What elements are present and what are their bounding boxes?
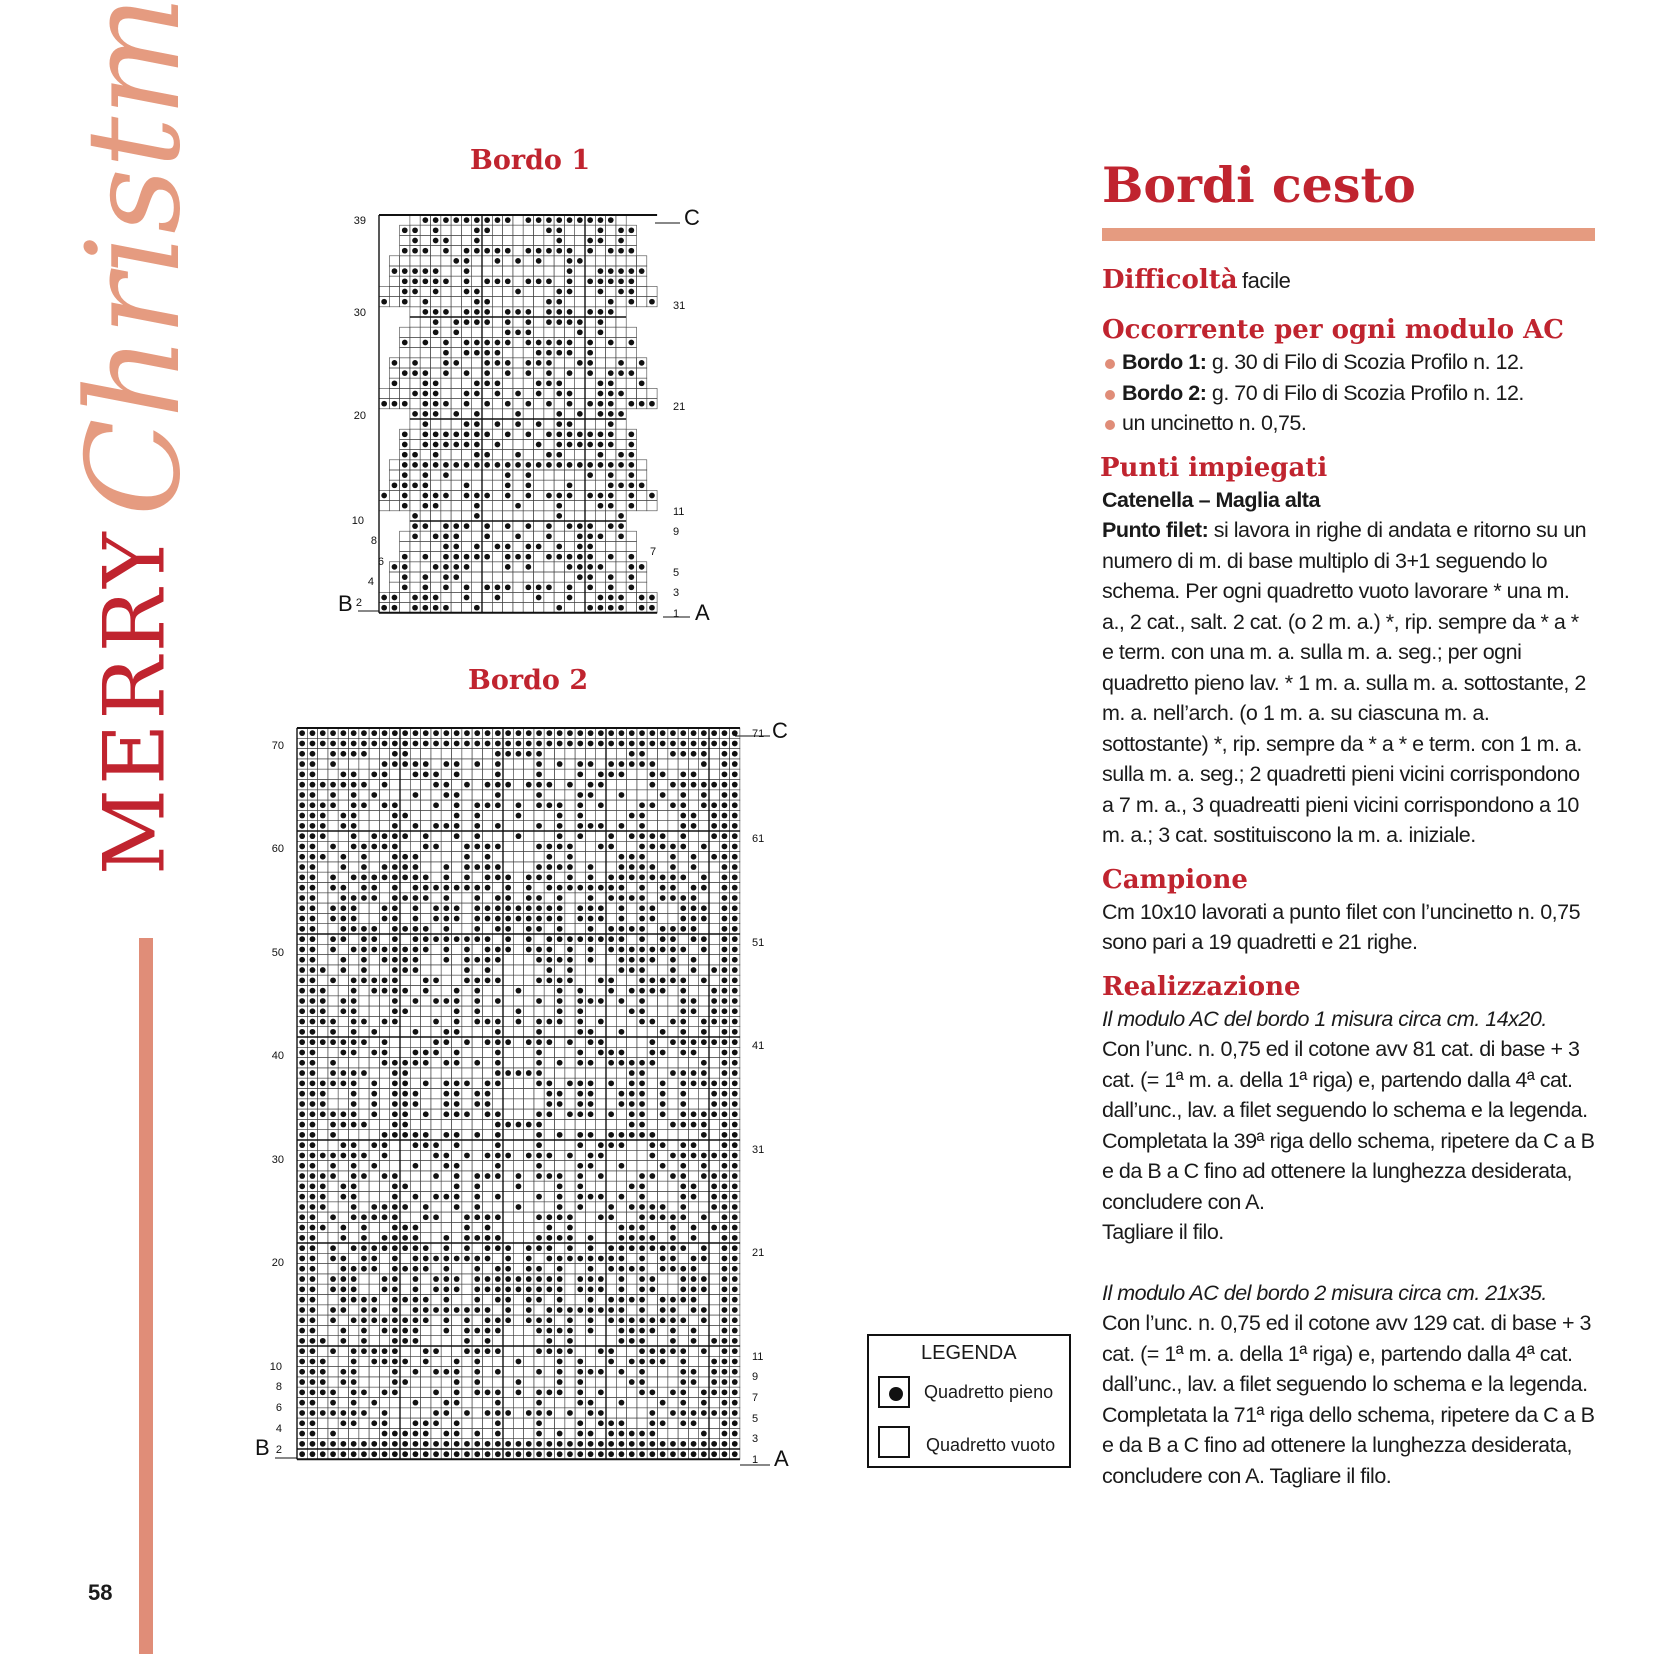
- empty-square-icon: [878, 1426, 910, 1458]
- realization-heading: Realizzazione: [1102, 971, 1301, 1002]
- sample-text: Cm 10x10 lavorati a punto filet con l’un…: [1102, 899, 1581, 955]
- row-label: 40: [272, 1050, 284, 1062]
- row-label: 5: [752, 1413, 758, 1425]
- point-c-label: C: [684, 205, 700, 230]
- stitches-heading: Punti impiegati: [1100, 452, 1328, 483]
- row-label: 71: [752, 728, 764, 740]
- instructions-column: Bordi cesto Difficoltà facile Occorrente…: [1100, 150, 1595, 1491]
- bordo1-end: Tagliare il filo.: [1102, 1220, 1224, 1244]
- row-label: 3: [752, 1433, 758, 1445]
- row-label: 8: [371, 535, 377, 547]
- row-label: 6: [276, 1402, 282, 1414]
- row-label: 4: [368, 576, 374, 588]
- bordo1-size: Il modulo AC del bordo 1 misura circa cm…: [1102, 1006, 1547, 1031]
- bordo1-grid: [378, 214, 658, 614]
- bordo2-title: Bordo 2: [468, 665, 589, 696]
- row-label: 11: [752, 1351, 763, 1363]
- materials-item: Bordo 2: g. 70 di Filo di Scozia Profilo…: [1102, 378, 1595, 409]
- legend-filled-label: Quadretto pieno: [924, 1382, 1054, 1402]
- row-label: 21: [673, 401, 685, 413]
- row-label: 21: [752, 1247, 764, 1259]
- filet-description: Punto filet: si lavora in righe di andat…: [1102, 518, 1587, 847]
- row-label: 60: [272, 843, 284, 855]
- sidebar-accent-bar: [139, 938, 153, 1654]
- row-label: 51: [752, 937, 764, 949]
- row-label: 41: [752, 1040, 764, 1052]
- row-label: 11: [673, 506, 684, 518]
- filled-square-icon: [878, 1376, 910, 1408]
- sample-heading: Campione: [1102, 864, 1248, 895]
- bordo1-title: Bordo 1: [470, 145, 591, 176]
- row-label: 1: [673, 608, 679, 620]
- row-label: 50: [272, 947, 284, 959]
- row-label: 9: [752, 1371, 758, 1383]
- row-label: 1: [752, 1454, 758, 1466]
- row-label: 9: [673, 526, 679, 538]
- point-b-label: B: [255, 1435, 270, 1460]
- stitches-list: Catenella – Maglia alta: [1102, 487, 1320, 512]
- materials-item: un uncinetto n. 0,75.: [1102, 408, 1595, 439]
- legend-box: LEGENDA Quadretto pieno Quadretto vuoto: [867, 1334, 1071, 1468]
- row-label: 30: [272, 1154, 284, 1166]
- legend-title: LEGENDA: [921, 1342, 1017, 1364]
- row-label: 8: [276, 1381, 282, 1393]
- materials-list: Bordo 1: g. 30 di Filo di Scozia Profilo…: [1102, 347, 1595, 439]
- legend-empty-label: Quadretto vuoto: [926, 1435, 1056, 1455]
- materials-item: Bordo 1: g. 30 di Filo di Scozia Profilo…: [1102, 347, 1595, 378]
- row-label: 31: [673, 300, 685, 312]
- row-label: 20: [354, 410, 366, 422]
- row-label: 6: [378, 556, 384, 568]
- bordo2-grid: [296, 727, 741, 1461]
- page-number: 58: [88, 1580, 113, 1605]
- row-label: 3: [673, 587, 679, 599]
- row-label: 70: [272, 740, 284, 752]
- row-label: 10: [270, 1361, 282, 1373]
- materials-heading: Occorrente per ogni modulo AC: [1102, 315, 1564, 345]
- bordo2-instructions: Con l’unc. n. 0,75 ed il cotone avv 129 …: [1102, 1311, 1595, 1488]
- row-label: 30: [354, 307, 366, 319]
- difficulty-value: facile: [1242, 268, 1291, 293]
- point-a-label: A: [695, 600, 710, 625]
- row-label: 61: [752, 833, 764, 845]
- row-label: 2: [356, 597, 362, 609]
- title-underline: [1102, 228, 1595, 241]
- row-label: 7: [650, 546, 656, 558]
- row-label: 39: [354, 215, 366, 227]
- row-label: 10: [352, 515, 364, 527]
- page-title: Bordi cesto: [1102, 156, 1416, 214]
- row-label: 5: [673, 567, 679, 579]
- row-label: 31: [752, 1144, 764, 1156]
- point-b-label: B: [338, 591, 353, 616]
- point-c-label: C: [772, 718, 788, 743]
- row-label: 2: [276, 1444, 282, 1456]
- difficulty-label: Difficoltà: [1102, 265, 1238, 295]
- bordo1-instructions: Con l’unc. n. 0,75 ed il cotone avv 81 c…: [1102, 1037, 1595, 1214]
- difficulty: Difficoltà facile: [1102, 263, 1595, 297]
- row-label: 7: [752, 1392, 758, 1404]
- row-label: 20: [272, 1257, 284, 1269]
- row-label: 4: [276, 1423, 282, 1435]
- point-a-label: A: [774, 1446, 789, 1471]
- bordo2-size: Il modulo AC del bordo 2 misura circa cm…: [1102, 1280, 1547, 1305]
